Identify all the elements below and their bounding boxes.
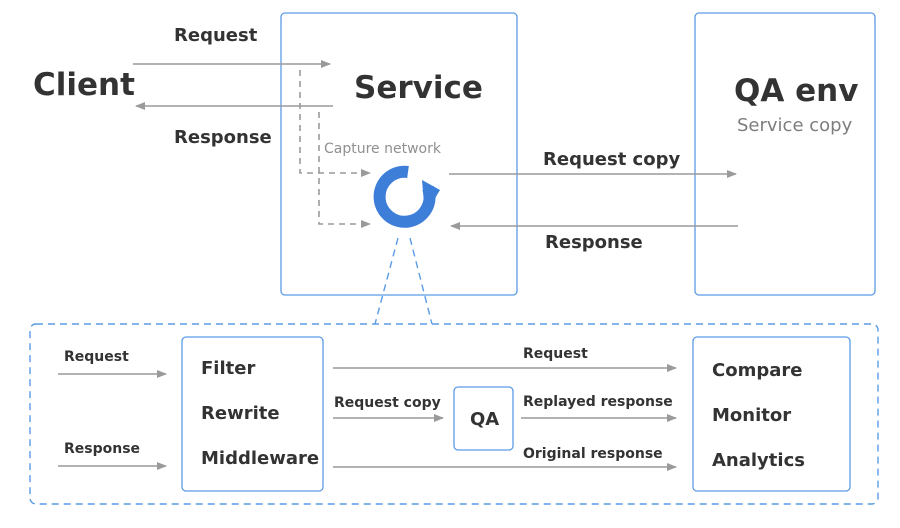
capture-network-label: Capture network bbox=[324, 141, 441, 157]
analysis-item-compare: Compare bbox=[712, 360, 803, 381]
middleware-item-filter: Filter bbox=[201, 358, 256, 379]
qa-env-box bbox=[694, 12, 876, 296]
qa-box-label: QA bbox=[470, 409, 500, 430]
detail-request-out-label: Request bbox=[523, 346, 588, 362]
analysis-item-analytics: Analytics bbox=[712, 450, 805, 471]
detail-request-in-label: Request bbox=[64, 349, 129, 365]
capture-dashed-paths bbox=[299, 70, 371, 228]
request-label: Request bbox=[174, 25, 258, 46]
detail-response-in-label: Response bbox=[64, 441, 141, 457]
service-label: Service bbox=[354, 70, 483, 106]
service-copy-label: Service copy bbox=[737, 115, 853, 136]
qa-env-label: QA env bbox=[734, 73, 859, 109]
client-label: Client bbox=[33, 67, 135, 103]
request-copy-label: Request copy bbox=[543, 149, 681, 170]
service-box bbox=[280, 12, 518, 296]
qa-response-label: Response bbox=[545, 232, 643, 253]
analysis-item-monitor: Monitor bbox=[712, 405, 792, 426]
detail-replayed-label: Replayed response bbox=[523, 394, 673, 410]
analysis-box bbox=[692, 336, 851, 492]
capture-logo-icon bbox=[373, 165, 440, 228]
middleware-box bbox=[181, 336, 324, 492]
zoom-callout-lines bbox=[374, 237, 433, 325]
qa-box bbox=[453, 386, 514, 451]
response-label: Response bbox=[174, 127, 272, 148]
middleware-item-rewrite: Rewrite bbox=[201, 403, 280, 424]
detail-original-label: Original response bbox=[523, 446, 663, 462]
detail-request-copy-label: Request copy bbox=[334, 395, 441, 411]
detail-panel bbox=[29, 323, 879, 505]
middleware-item-middleware: Middleware bbox=[201, 448, 320, 469]
